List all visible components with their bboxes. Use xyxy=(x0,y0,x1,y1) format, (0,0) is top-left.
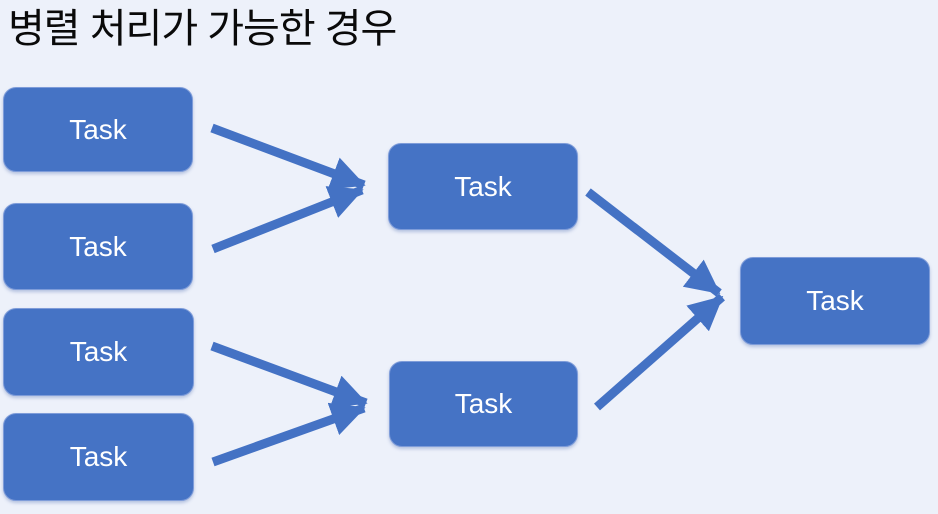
task-node-label: Task xyxy=(69,230,127,262)
arrow-left3-to-mid2 xyxy=(210,341,368,408)
arrow-left2-to-mid1 xyxy=(211,185,364,254)
arrow-mid2-to-final xyxy=(594,293,725,411)
task-node-left-1: Task xyxy=(3,87,193,172)
task-node-left-2: Task xyxy=(3,203,193,290)
task-node-mid-2: Task xyxy=(389,361,578,447)
task-node-label: Task xyxy=(454,170,512,202)
page-title: 병렬 처리가 가능한 경우 xyxy=(8,7,397,51)
task-node-label: Task xyxy=(454,388,513,419)
arrow-left1-to-mid1 xyxy=(210,123,366,190)
task-node-label: Task xyxy=(69,113,127,145)
task-node-label: Task xyxy=(69,336,128,367)
task-node-left-3: Task xyxy=(3,308,194,396)
task-node-left-4: Task xyxy=(3,413,194,501)
task-node-mid-1: Task xyxy=(388,143,578,230)
task-node-label: Task xyxy=(806,285,864,316)
task-node-label: Task xyxy=(69,441,128,472)
arrow-left4-to-mid2 xyxy=(211,402,366,467)
task-node-final: Task xyxy=(740,257,930,345)
arrow-mid1-to-final xyxy=(585,188,722,297)
